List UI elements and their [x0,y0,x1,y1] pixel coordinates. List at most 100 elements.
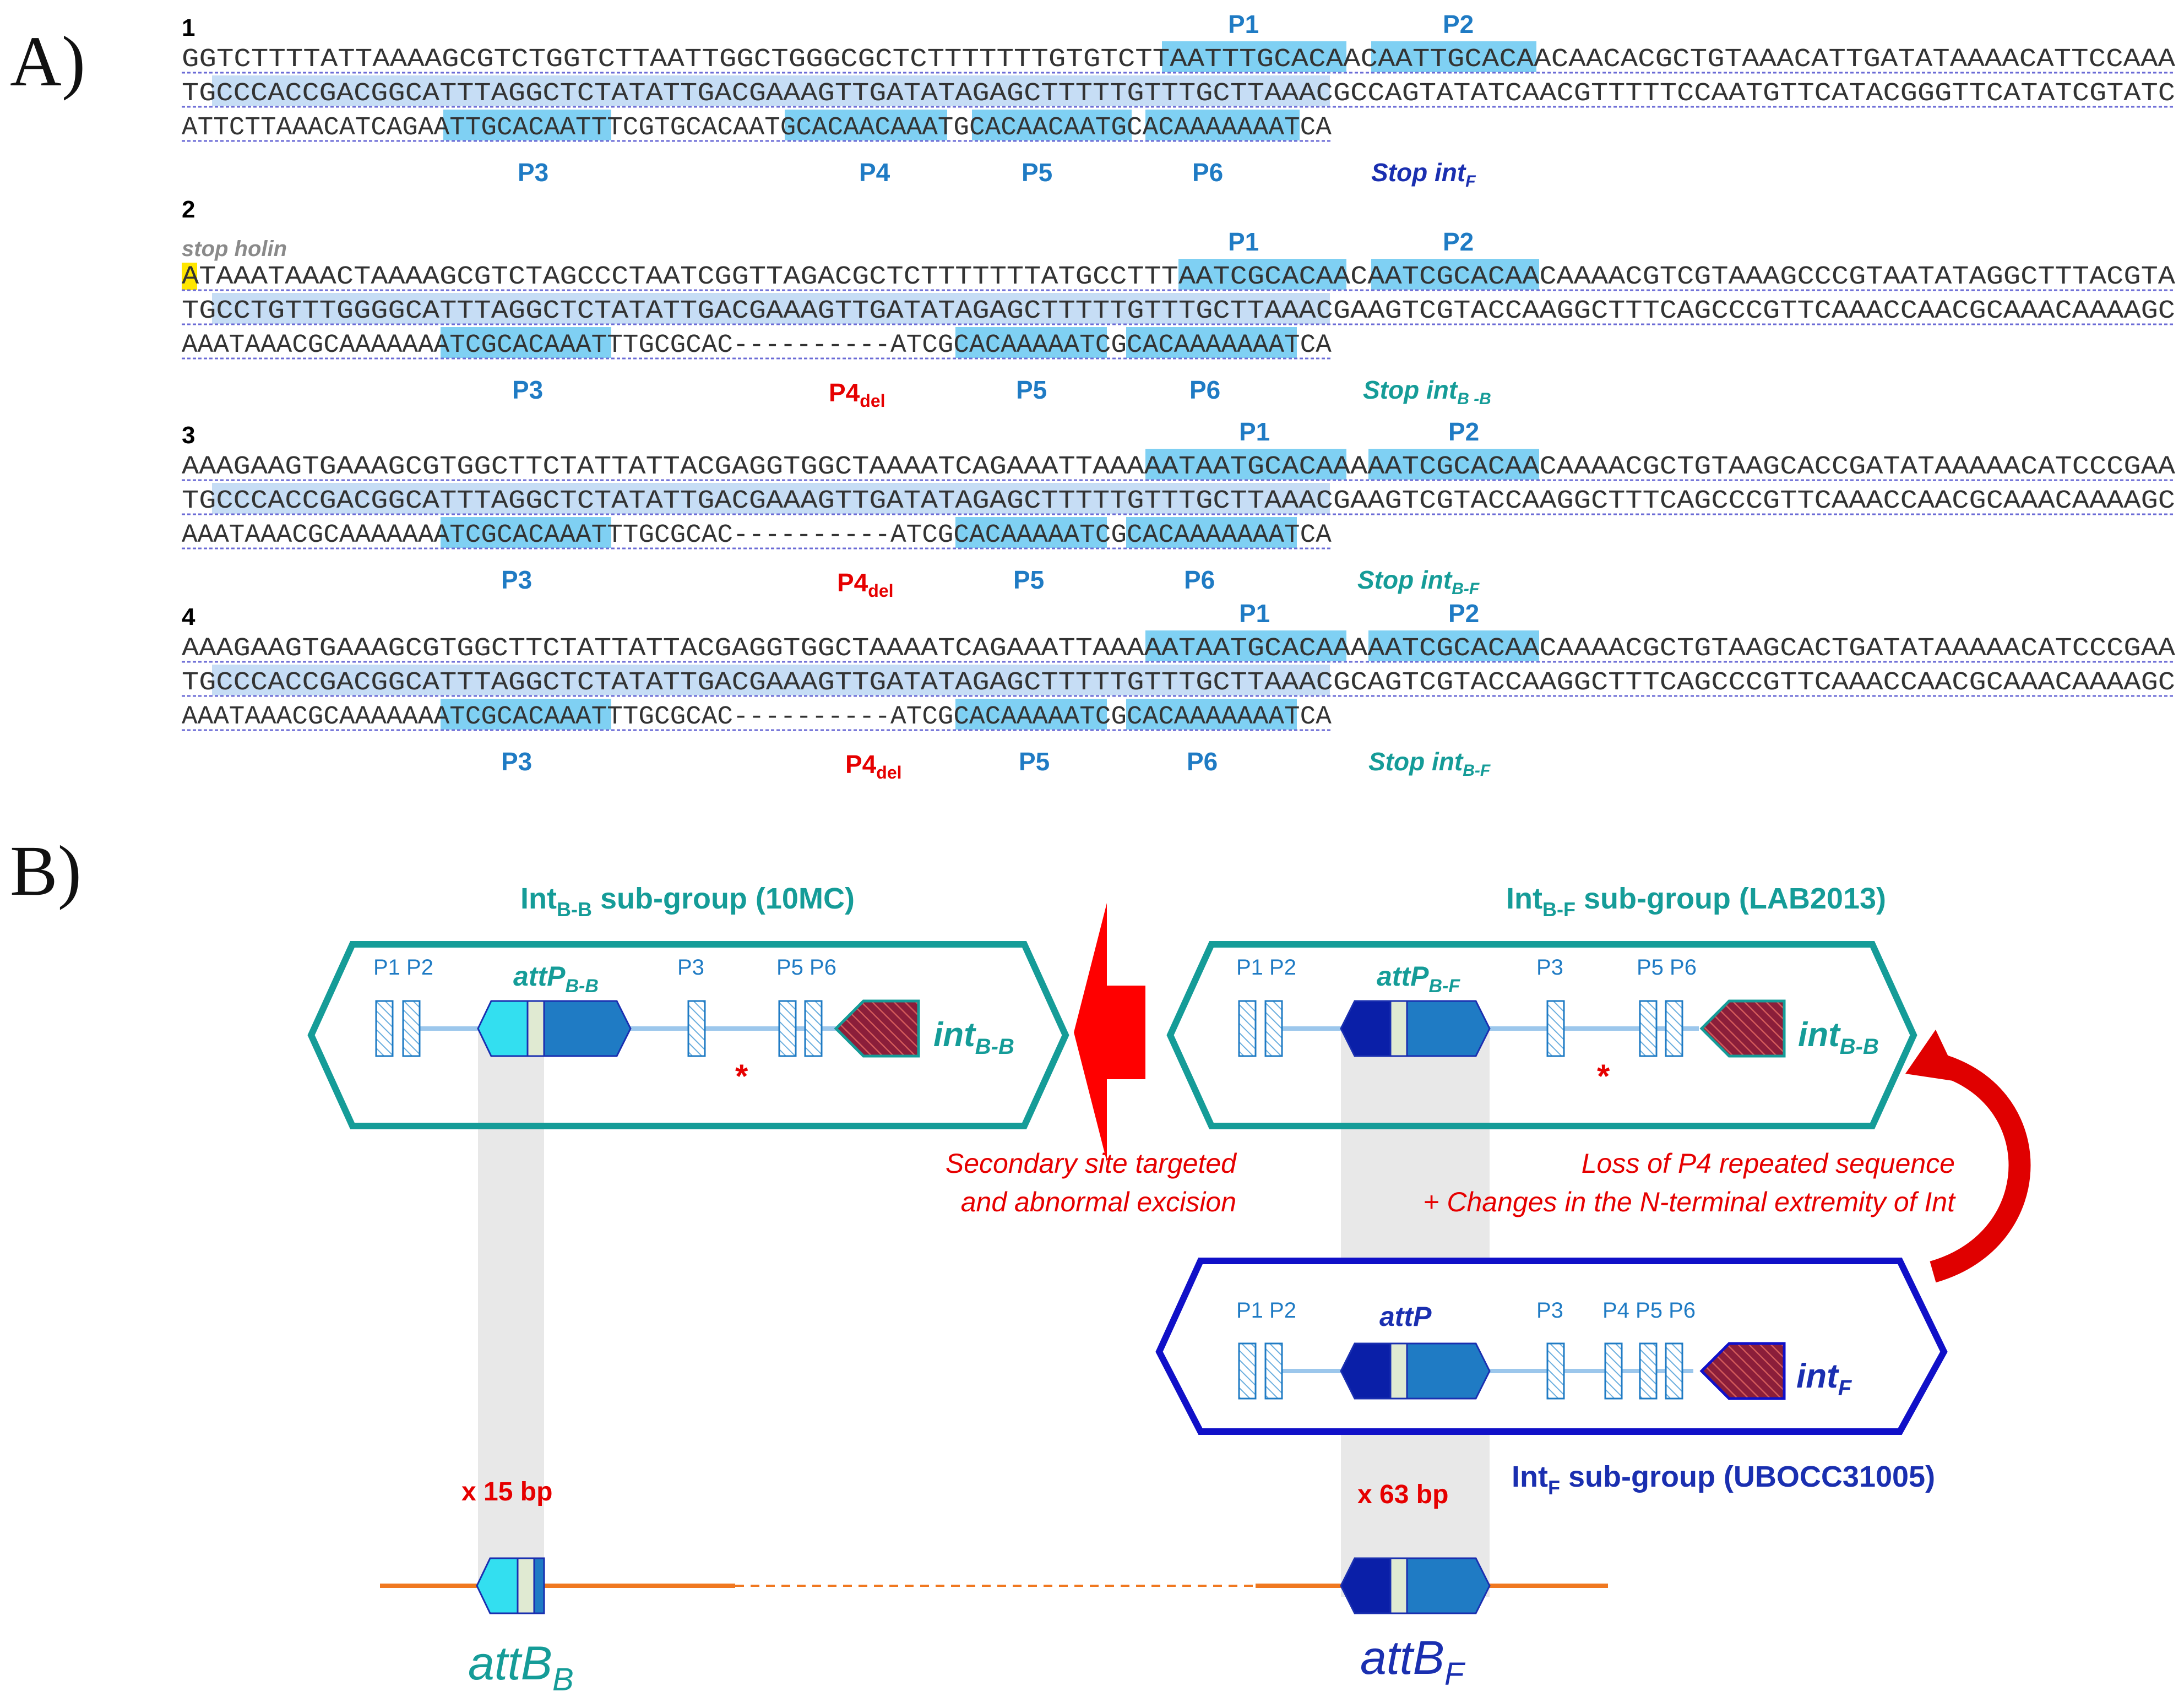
attp-bf-right [1406,1000,1491,1057]
hexagon-bb [307,941,1069,1129]
site-p1-bb [375,1000,394,1057]
label-bottom-3-P5: P5 [1013,565,1044,594]
sequence-blocks: 1GGTCTTTTATTAAAAGCGTCTGGTCTTAATTGGCTGGGC… [182,10,2176,782]
highlight-bottom-4-1 [955,699,1107,730]
int-bf-gene [1699,999,1786,1058]
label-attp-bb: attPB-B [513,961,599,997]
label-p3-f: P3 [1536,1298,1563,1323]
attp-bb-left [477,1000,529,1057]
highlight-mid-1 [212,75,1330,106]
attb-b-right [533,1557,545,1614]
arrow-curve-head [1905,1030,1960,1082]
label-p1p2-bf: P1 P2 [1236,955,1296,980]
highlight-top-4-1 [1368,630,1539,661]
highlight-bottom-1-2 [972,110,1132,140]
sequence-line-2-3: AAATAAACGCAAAAAAATCGCACAAATTTGCGCAC-----… [182,331,1332,360]
label-p1p2-bb: P1 P2 [373,955,433,980]
highlight-top-2-1 [1371,259,1539,290]
label-stop-int-4: Stop intB-F [1368,747,1491,780]
label-top-1-P1: P1 [1228,10,1259,39]
label-attb-f: attBF [1360,1631,1466,1692]
site-p6-f [1665,1342,1683,1400]
block-number-1: 1 [182,14,195,41]
site-p5-bb [778,1000,797,1057]
label-attp-bf: attPB-F [1377,961,1460,997]
note-right-line2: + Changes in the N-terminal extremity of… [1423,1187,1956,1217]
highlight-mid-3 [212,483,1330,514]
label-bottom-1-P5: P5 [1022,158,1052,187]
star-bf: * [1597,1058,1610,1095]
label-top-3-P1: P1 [1239,417,1270,446]
attp-f-right [1406,1342,1491,1400]
label-p1p2-f: P1 P2 [1236,1298,1296,1323]
arrow-left-big [1074,903,1145,1162]
attp-f-left [1340,1342,1392,1400]
arrow-curve [1930,1052,2031,1283]
site-p5-bf [1639,1000,1658,1057]
highlight-top-3-1 [1368,449,1539,480]
hexagon-bf [1166,941,1917,1129]
attp-f-core [1389,1342,1408,1400]
label-bottom-4-P6: P6 [1187,747,1218,776]
group-title-bf: IntB-F sub-group (LAB2013) [1506,882,1886,921]
highlight-bottom-2-0 [441,327,611,358]
highlight-bottom-2-1 [955,327,1107,358]
label-p4p5p6-f: P4 P5 P6 [1602,1298,1696,1323]
site-p3-f [1546,1342,1565,1400]
label-attp-f: attP [1379,1301,1432,1332]
sequence-line-4-2: TGCCCACCGACGGCATTTAGGCTCTATATTGACGAAAGTT… [182,668,2175,698]
shadow-left [478,1030,544,1586]
sequence-line-1-2: TGCCCACCGACGGCATTTAGGCTCTATATTGACGAAAGTT… [182,79,2175,108]
highlight-top-4-0 [1145,630,1346,661]
block-number-2: 2 [182,196,195,223]
sequence-line-3-3: AAATAAACGCAAAAAAATCGCACAAATTTGCGCAC-----… [182,521,1332,550]
attp-bb-right [543,1000,632,1057]
sequence-line-4-1: AAAGAAGTGAAAGCGTGGCTTCTATTATTACGAGGTGGCT… [182,634,2176,663]
label-stop-int-1: Stop intF [1371,158,1476,191]
bp-left: x 15 bp [461,1477,552,1506]
site-p1-bf [1238,1000,1257,1057]
highlight-bottom-3-1 [955,517,1107,548]
label-bottom-1-P6: P6 [1192,158,1223,187]
site-p5-f [1639,1342,1658,1400]
block-number-4: 4 [182,603,195,630]
label-bottom-4-P5: P5 [1019,747,1050,776]
attp-bb-core [526,1000,545,1057]
site-p3-bf [1546,1000,1565,1057]
label-bottom-2-P3: P3 [512,376,543,404]
label-p3-bb: P3 [677,955,704,980]
attb-f-left [1340,1557,1392,1614]
highlight-top-1-0 [1162,41,1346,72]
label-bottom-1-P4: P4 [859,158,890,187]
site-p6-bf [1665,1000,1683,1057]
label-stop-holin: stop holin [182,237,287,261]
holin-highlight [182,263,197,290]
sequence-line-1-1: GGTCTTTTATTAAAAGCGTCTGGTCTTAATTGGCTGGGCG… [182,45,2176,74]
label-bottom-1-P3: P3 [518,158,548,187]
sequence-line-4-3: AAATAAACGCAAAAAAATCGCACAAATTTGCGCAC-----… [182,703,1332,732]
attp-bf-left [1340,1000,1392,1057]
label-int-f: intF [1796,1357,1852,1400]
sequence-line-2-2: TGCCTGTTTGGGGCATTTAGGCTCTATATTGACGAAAGTT… [182,297,2175,326]
attp-bf-core [1389,1000,1408,1057]
int-f-gene [1699,1342,1786,1400]
attb-b-left [476,1557,519,1614]
highlight-bottom-2-2 [1126,327,1297,358]
attb-f-core [1389,1557,1408,1614]
highlight-bottom-1-0 [443,110,611,140]
highlight-bottom-3-2 [1126,517,1297,548]
label-p4-deletion-3: P4del [837,568,894,601]
label-top-3-P2: P2 [1448,417,1479,446]
highlight-top-2-0 [1178,259,1346,290]
highlight-bottom-4-0 [441,699,611,730]
label-bottom-2-P6: P6 [1189,376,1220,404]
label-bottom-2-P5: P5 [1016,376,1047,404]
label-int-bb: intB-B [933,1016,1014,1059]
sequence-line-1-3: ATTCTTAAACATCAGAATTGCACAATTTCGTGCACAATGC… [182,113,1332,143]
star-bb: * [735,1058,748,1095]
panel-a-letter: A) [10,22,85,101]
site-p4-f [1604,1342,1623,1400]
highlight-bottom-1-1 [785,110,947,140]
